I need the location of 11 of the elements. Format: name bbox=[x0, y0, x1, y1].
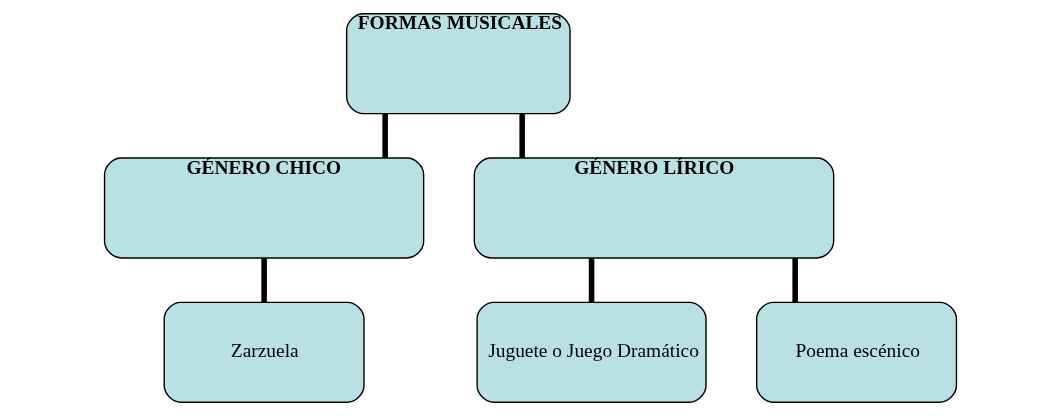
node-box: Juguete o Juego Dramático bbox=[475, 301, 707, 403]
node-box: GÉNERO LÍRICO bbox=[473, 157, 834, 259]
connector bbox=[518, 113, 525, 158]
connector bbox=[588, 258, 594, 303]
node-box: FORMAS MUSICALES bbox=[345, 13, 571, 115]
connector bbox=[381, 113, 388, 158]
node-box: Zarzuela bbox=[163, 301, 365, 403]
node-box: Poema escénico bbox=[755, 301, 957, 403]
connector bbox=[791, 258, 798, 303]
connector bbox=[260, 258, 267, 303]
node-box: GÉNERO CHICO bbox=[103, 157, 424, 259]
